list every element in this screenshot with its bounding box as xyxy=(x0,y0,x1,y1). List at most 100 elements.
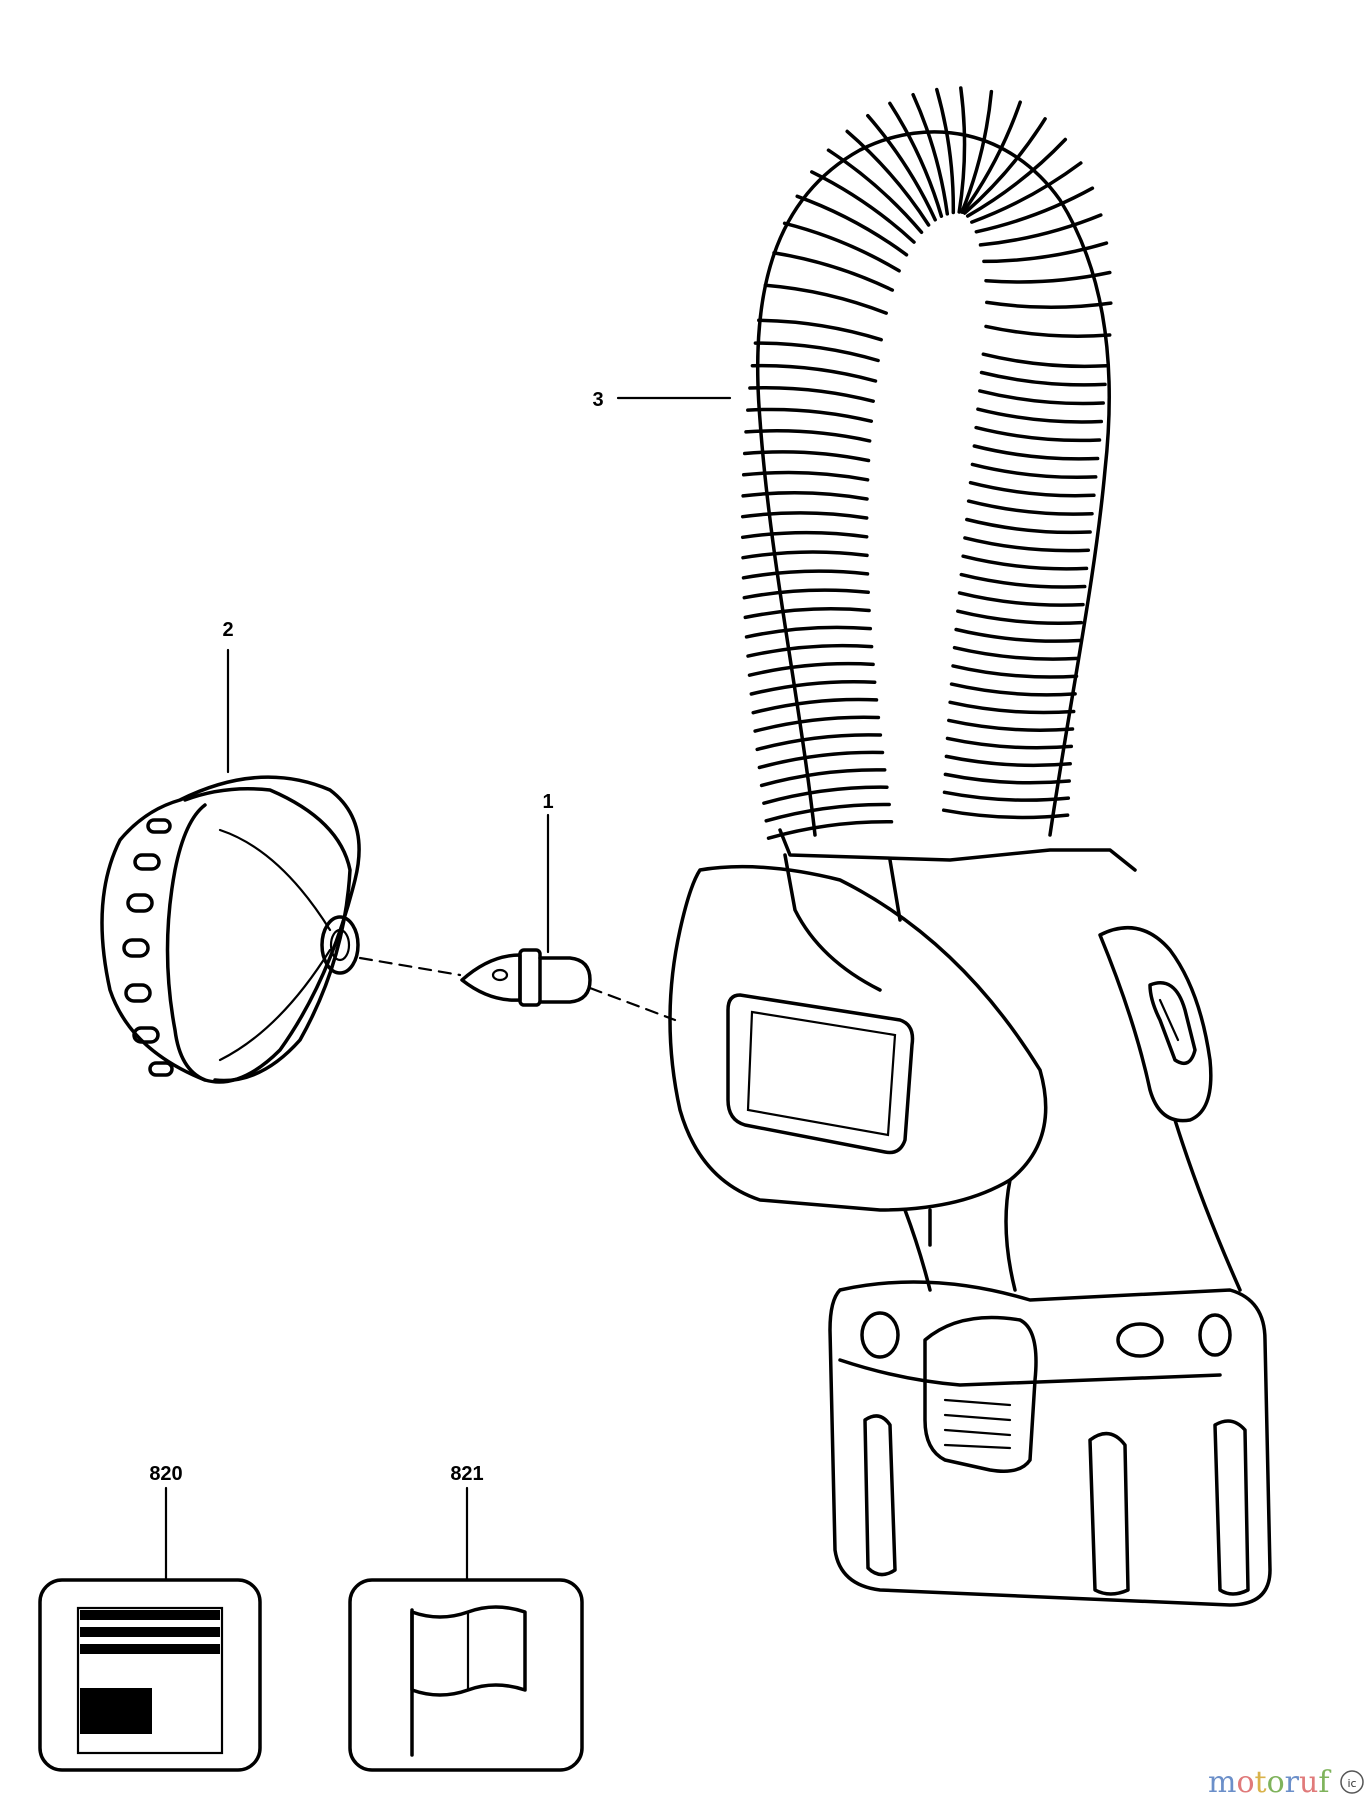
neck-rib xyxy=(763,283,888,315)
neck-rib xyxy=(740,530,869,540)
neck-rib xyxy=(764,802,891,823)
neck-rib xyxy=(746,643,874,658)
neck-rib xyxy=(782,221,901,273)
neck-rib xyxy=(911,92,950,216)
neck-rib xyxy=(766,820,894,840)
neck-rib xyxy=(961,554,1089,571)
wm-letter: r xyxy=(1285,1765,1300,1800)
wm-letter: m xyxy=(1208,1765,1236,1800)
neck-rib xyxy=(942,790,1071,802)
neck-rib xyxy=(970,462,1098,480)
neck-rib xyxy=(845,129,931,227)
neck-rib xyxy=(974,186,1095,234)
neck-rib xyxy=(959,572,1087,589)
neck-rib xyxy=(974,425,1102,443)
neck-rib xyxy=(979,370,1107,387)
neck-rib xyxy=(755,733,883,752)
neck-rib xyxy=(741,470,870,482)
wm-letter: u xyxy=(1299,1765,1318,1800)
neck-rib xyxy=(984,324,1112,338)
wm-letter: o xyxy=(1267,1765,1285,1800)
neck-rib xyxy=(957,591,1085,607)
neck-rib xyxy=(984,270,1112,284)
neck-rib xyxy=(757,750,885,770)
neck-rib xyxy=(742,588,870,600)
neck-rib xyxy=(772,251,895,292)
neck-rib xyxy=(949,682,1077,697)
neck-rib xyxy=(968,480,1096,498)
neck-rib xyxy=(744,429,872,443)
neck-rib xyxy=(748,385,875,403)
neck-rib xyxy=(985,300,1113,310)
flexible-neck xyxy=(740,86,1113,840)
neck-rib xyxy=(944,754,1072,768)
neck-rib xyxy=(743,607,871,620)
neck-rib xyxy=(976,407,1104,424)
neck-rib xyxy=(945,736,1074,750)
neck-rib xyxy=(749,679,877,696)
neck-rib xyxy=(972,444,1100,461)
wm-badge: ic xyxy=(1347,1777,1356,1790)
neck-rib xyxy=(753,341,880,363)
neck-rib xyxy=(951,664,1079,679)
neck-rib xyxy=(965,137,1068,218)
callout-820: 820 xyxy=(149,1463,182,1485)
neck-rib xyxy=(795,194,909,257)
neck-ribs xyxy=(740,86,1113,840)
neck-rib xyxy=(746,407,874,423)
lens-ring xyxy=(100,775,361,1084)
neck-rib xyxy=(741,491,869,501)
callout-2: 2 xyxy=(222,619,233,641)
neck-rib xyxy=(759,768,887,788)
neck-rib xyxy=(961,100,1022,214)
wm-letter: t xyxy=(1255,1765,1267,1800)
flag-label xyxy=(348,1578,584,1772)
neck-rib xyxy=(742,450,871,463)
wm-letter: f xyxy=(1318,1765,1331,1800)
neck-rib xyxy=(957,86,967,214)
neck-rib xyxy=(741,569,870,580)
neck-rib xyxy=(826,148,924,235)
neck-rib xyxy=(935,87,956,215)
neck-rib xyxy=(963,536,1091,553)
neck-rib xyxy=(954,627,1082,643)
neck-rib xyxy=(740,511,869,520)
neck-rib xyxy=(956,609,1084,625)
neck-rib xyxy=(888,101,944,218)
neck-rib xyxy=(960,89,994,214)
callout-821: 821 xyxy=(450,1463,483,1485)
neck-rib xyxy=(962,117,1047,215)
neck-rib xyxy=(753,715,881,733)
callout-3: 3 xyxy=(592,389,603,411)
neck-rib xyxy=(762,785,889,805)
neck-rib xyxy=(943,772,1071,785)
neck-rib xyxy=(978,213,1103,247)
neck-rib xyxy=(751,697,879,715)
neck-rib xyxy=(810,170,916,244)
neck-rib xyxy=(941,808,1070,820)
neck-rib xyxy=(744,625,873,639)
callout-1: 1 xyxy=(542,791,553,813)
label-plate xyxy=(38,1578,262,1772)
flashlight-body xyxy=(668,828,1272,1607)
neck-rib xyxy=(947,718,1075,732)
neck-rib xyxy=(741,550,869,560)
watermark-logo: motoruf ic xyxy=(1208,1765,1364,1800)
neck-rib xyxy=(948,700,1076,715)
callout-leaders xyxy=(164,396,732,1582)
neck-rib xyxy=(970,161,1083,224)
neck-rib xyxy=(750,363,878,383)
neck-rib xyxy=(966,499,1094,516)
neck-rib xyxy=(965,517,1092,535)
svg-text:motoruf: motoruf xyxy=(1208,1765,1331,1800)
neck-rib xyxy=(757,318,883,342)
bulb xyxy=(460,948,592,1007)
neck-rib xyxy=(747,661,875,677)
wm-letter: o xyxy=(1236,1765,1254,1800)
neck-rib xyxy=(982,241,1109,264)
neck-rib xyxy=(952,645,1080,661)
neck-rib xyxy=(978,389,1105,406)
neck-rib xyxy=(981,352,1109,369)
neck-rib xyxy=(866,113,937,222)
